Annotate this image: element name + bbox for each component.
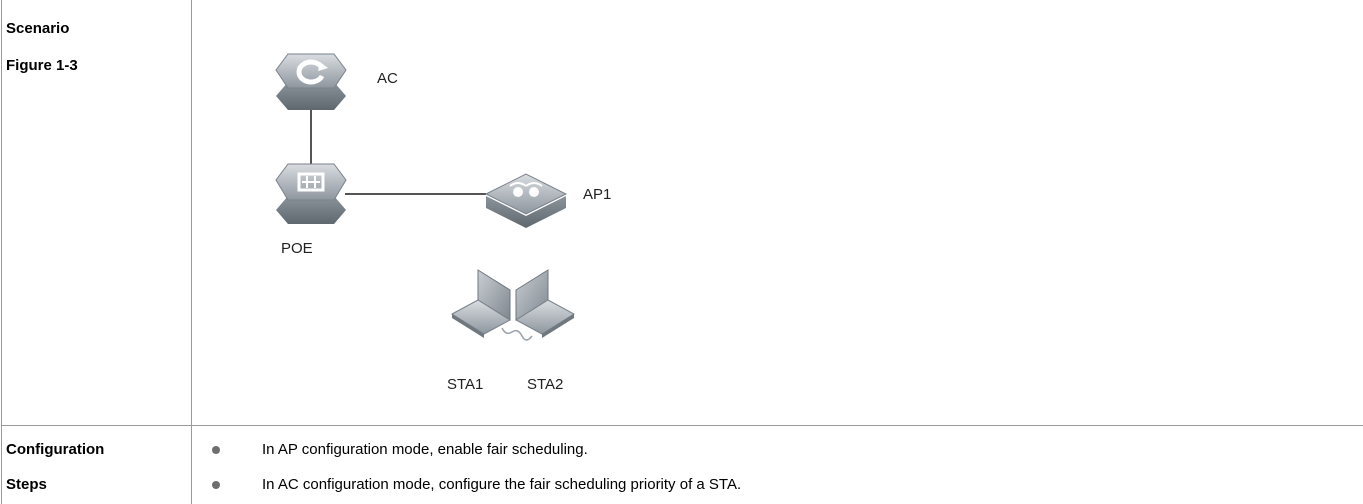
step-bullet (212, 481, 220, 489)
configuration-label: Configuration (6, 441, 105, 458)
row-divider (1, 425, 1363, 426)
step-bullet (212, 446, 220, 454)
topology-diagram: AC POE AP1 (275, 53, 611, 393)
ac-device-icon (275, 53, 347, 110)
wireless-signal-icon (501, 327, 533, 341)
poe-switch-icon (275, 163, 347, 224)
steps-label: Steps (6, 476, 47, 493)
config-step-2: In AC configuration mode, configure the … (262, 476, 742, 493)
ap1-device-icon (484, 173, 568, 228)
scenario-label: Scenario (6, 20, 70, 37)
sta1-laptop-icon (451, 269, 511, 338)
column-divider (191, 0, 192, 504)
ap1-label: AP1 (583, 186, 611, 203)
sta2-label: STA2 (527, 376, 563, 393)
config-step-1: In AP configuration mode, enable fair sc… (262, 441, 588, 458)
poe-label: POE (281, 240, 313, 257)
sta2-laptop-icon (515, 269, 575, 338)
sta1-label: STA1 (447, 376, 483, 393)
figure-label: Figure 1-3 (6, 57, 78, 74)
ac-label: AC (377, 70, 398, 87)
table-left-border (1, 0, 2, 504)
